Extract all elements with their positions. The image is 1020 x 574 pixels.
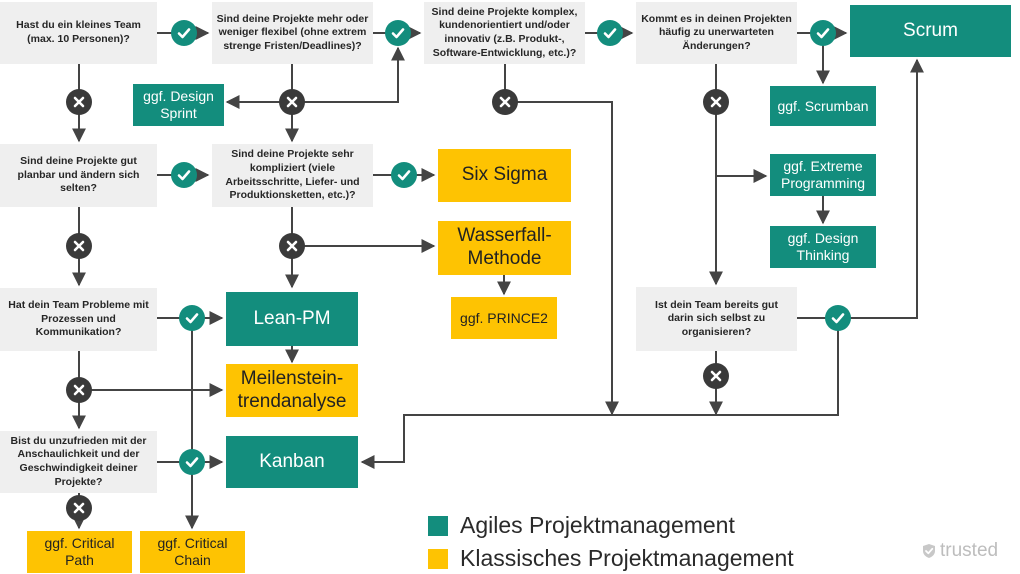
check-icon [385, 20, 411, 46]
method-critical-path: ggf. Critical Path [27, 531, 132, 573]
method-critical-chain: ggf. Critical Chain [140, 531, 245, 573]
method-kanban: Kanban [226, 436, 358, 488]
method-scrumban: ggf. Scrumban [770, 86, 876, 126]
brand-watermark: trusted [922, 540, 998, 562]
question-flexible: Sind deine Projekte mehr oder weniger fl… [212, 2, 373, 64]
legend-agile: Agiles Projektmanagement [428, 512, 735, 539]
check-icon [179, 449, 205, 475]
cross-icon [703, 89, 729, 115]
brand-name: trusted [940, 540, 999, 561]
method-design-sprint: ggf. Design Sprint [133, 84, 224, 126]
method-extreme-programming: ggf. Extreme Programming [770, 154, 876, 196]
cross-icon [492, 89, 518, 115]
cross-icon [66, 233, 92, 259]
cross-icon [279, 89, 305, 115]
question-changes: Kommt es in deinen Projekten häufig zu u… [636, 2, 797, 64]
method-lean-pm: Lean-PM [226, 292, 358, 346]
check-icon [825, 305, 851, 331]
cross-icon [279, 233, 305, 259]
legend-swatch-classic [428, 548, 448, 569]
check-icon [179, 305, 205, 331]
method-design-thinking: ggf. Design Thinking [770, 226, 876, 268]
check-icon [391, 162, 417, 188]
check-icon [171, 162, 197, 188]
legend-swatch-agile [428, 515, 448, 536]
method-scrum: Scrum [850, 5, 1011, 57]
cross-icon [66, 377, 92, 403]
question-complicated: Sind deine Projekte sehr kompliziert (vi… [212, 144, 373, 207]
check-icon [171, 20, 197, 46]
check-icon [597, 20, 623, 46]
question-self-organized: Ist dein Team bereits gut darin sich sel… [636, 287, 797, 351]
shield-check-icon [923, 544, 935, 558]
method-six-sigma: Six Sigma [438, 149, 571, 202]
method-prince2: ggf. PRINCE2 [451, 297, 557, 339]
question-dissatisfied: Bist du unzufrieden mit der Anschaulichk… [0, 431, 157, 493]
cross-icon [703, 363, 729, 389]
cross-icon [66, 89, 92, 115]
question-complex: Sind deine Projekte komplex, kundenorien… [424, 2, 585, 64]
check-icon [810, 20, 836, 46]
cross-icon [66, 495, 92, 521]
question-plannable: Sind deine Projekte gut planbar und ände… [0, 144, 157, 207]
legend-classic: Klassisches Projektmanagement [428, 545, 794, 572]
question-team-size: Hast du ein kleines Team (max. 10 Person… [0, 2, 157, 64]
question-team-problems: Hat dein Team Probleme mit Prozessen und… [0, 288, 157, 351]
legend-label-classic: Klassisches Projektmanagement [460, 545, 794, 571]
method-waterfall: Wasserfall- Methode [438, 221, 571, 275]
method-milestone-trend-analysis: Meilenstein- trendanalyse [226, 364, 358, 417]
legend-label-agile: Agiles Projektmanagement [460, 512, 735, 538]
